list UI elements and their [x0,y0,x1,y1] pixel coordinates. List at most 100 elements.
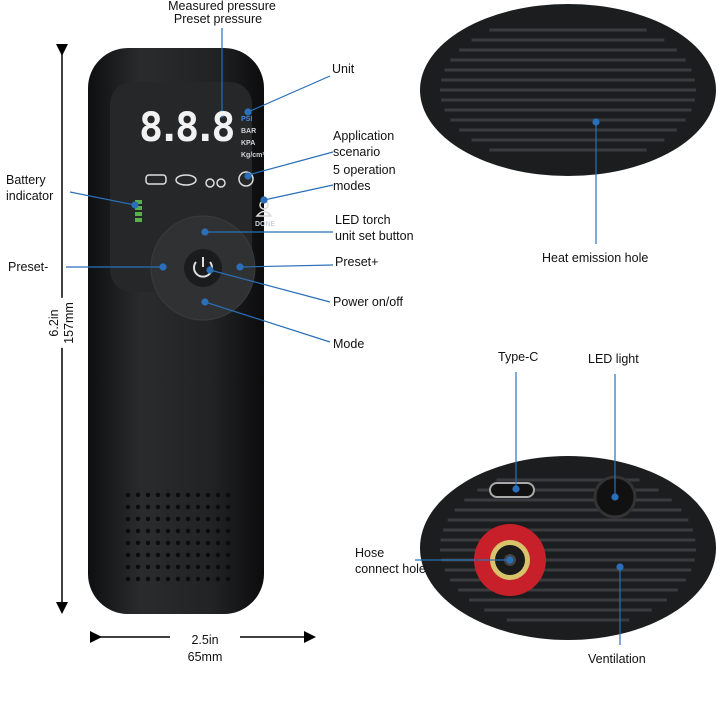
unit-kgcm: Kg/cm² [241,152,265,159]
grille-hole [155,492,161,498]
grille-hole [175,528,181,534]
grille-hole [205,528,211,534]
label-preset-minus: Preset- [8,259,49,275]
grille-hole [165,564,171,570]
grille-hole [165,528,171,534]
callout-lines [66,28,624,645]
grille-hole [175,516,181,522]
grille-hole [135,516,141,522]
grille-hole [125,504,131,510]
label-application: Application [333,129,395,143]
grille-hole [135,576,141,582]
grille-hole [225,540,231,546]
label-hose: Hose [355,546,385,560]
grille-hole [135,528,141,534]
label-measured-pressure: Measured pressure [168,0,276,13]
grille-hole [145,540,151,546]
speaker-grille [125,492,231,582]
grille-hole [215,492,221,498]
grille-hole [225,552,231,558]
ball-icon [238,171,254,187]
grille-hole [205,516,211,522]
grille-hole [225,564,231,570]
grille-hole [155,564,161,570]
grille-hole [195,576,201,582]
done-label: DONE [255,221,276,228]
grille-hole [225,516,231,522]
label-modes-1: 5 operation [333,163,396,177]
grille-hole [185,540,191,546]
grille-hole [145,564,151,570]
grille-hole [125,540,131,546]
grille-hole [165,492,171,498]
grille-hole [175,564,181,570]
grille-hole [125,552,131,558]
grille-hole [215,552,221,558]
label-modes-2: modes [333,179,371,193]
grille-hole [205,504,211,510]
grille-hole [195,552,201,558]
power-icon [193,261,213,278]
label-mode: Mode [333,337,365,351]
grille-hole [125,492,131,498]
grille-hole [135,492,141,498]
grille-hole [205,576,211,582]
grille-hole [225,504,231,510]
grille-hole [185,576,191,582]
grille-hole [205,564,211,570]
grille-hole [225,576,231,582]
grille-hole [195,564,201,570]
grille-hole [155,576,161,582]
grille-hole [225,492,231,498]
label-preset-pressure: Preset pressure [173,12,263,26]
grille-hole [215,528,221,534]
grille-hole [195,540,201,546]
battery-icon [135,200,142,222]
grille-hole [175,492,181,498]
pressure-display: 8.8.8 [139,105,235,151]
label-unit: Unit [332,62,355,76]
bottom-view [420,456,716,640]
grille-hole [185,504,191,510]
height-mm: 157mm [62,302,76,344]
label-preset-plus: Preset+ [335,255,379,269]
grille-hole [145,552,151,558]
grille-hole [185,552,191,558]
grille-hole [195,504,201,510]
grille-hole [205,552,211,558]
grille-hole [155,552,161,558]
grille-hole [175,552,181,558]
grille-hole [195,516,201,522]
grille-hole [195,528,201,534]
label-unit-set: unit set button [335,229,414,243]
label-led-light: LED light [588,352,639,366]
unit-kpa: KPA [241,140,256,147]
grille-hole [155,516,161,522]
grille-hole [215,504,221,510]
grille-hole [145,504,151,510]
grille-hole [185,564,191,570]
grille-hole [145,576,151,582]
grille-hole [145,528,151,534]
type-c-port [489,482,535,498]
grille-hole [205,540,211,546]
grille-hole [135,564,141,570]
car-icon [145,174,167,185]
grille-hole [135,540,141,546]
grille-hole [185,516,191,522]
label-battery: Battery [6,173,46,187]
grille-hole [175,504,181,510]
label-indicator: indicator [6,189,54,203]
grille-hole [225,528,231,534]
grille-hole [135,504,141,510]
unit-bar: BAR [241,128,257,135]
grille-hole [195,492,201,498]
grille-hole [165,540,171,546]
grille-hole [205,492,211,498]
grille-hole [125,516,131,522]
grille-hole [185,528,191,534]
label-led-torch: LED torch [335,213,391,227]
grille-hole [175,540,181,546]
height-in: 6.2in [47,309,61,337]
